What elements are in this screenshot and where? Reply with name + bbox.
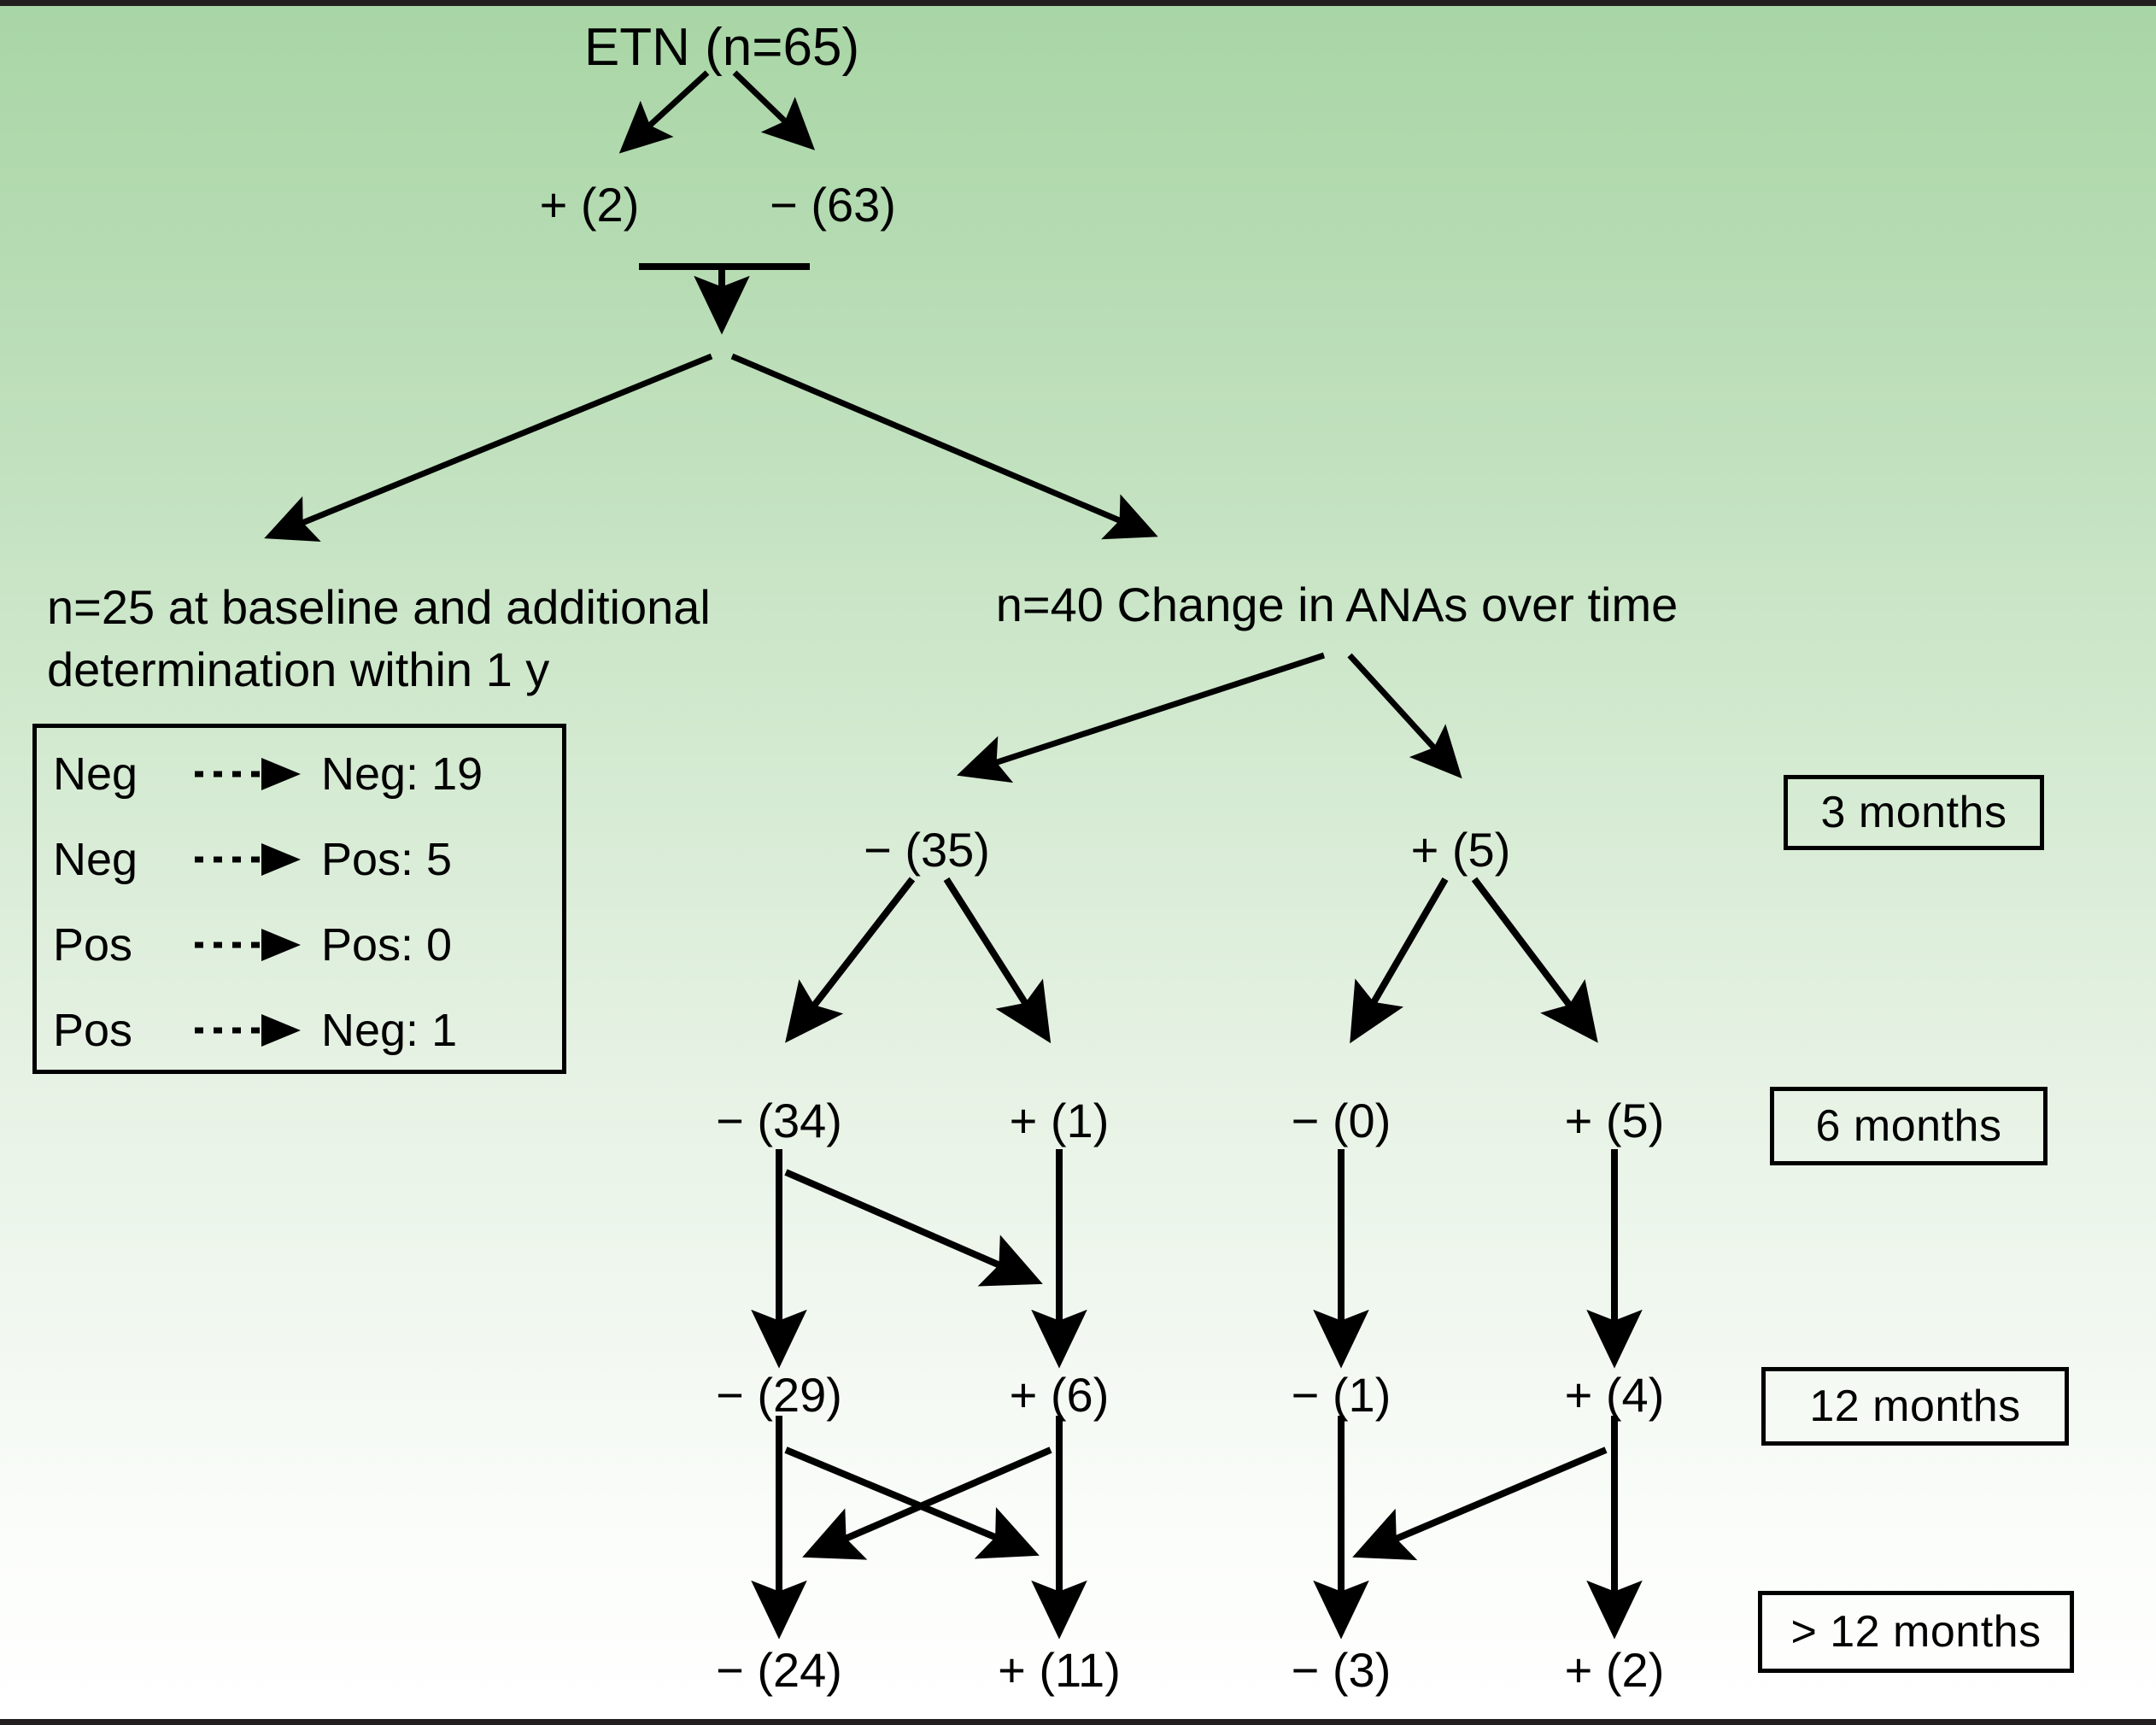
node-6m-positive-left: + (1) — [1009, 1094, 1110, 1147]
node-3m-positive: + (5) — [1410, 823, 1511, 877]
baseline-negative-node: − (63) — [770, 178, 896, 232]
legend-from-label: Pos — [53, 919, 133, 971]
node-12m-positive-right: + (4) — [1564, 1368, 1665, 1422]
left-cohort-note: n=25 at baseline and additional determin… — [47, 577, 816, 701]
timepoint-box-12-months: 12 months — [1761, 1367, 2069, 1446]
legend-to-label: Pos: 0 — [321, 919, 453, 971]
timepoint-box-gt-12-months: > 12 months — [1758, 1591, 2074, 1673]
dashed-arrow-icon — [193, 841, 304, 878]
node-12m-positive-left: + (6) — [1009, 1368, 1110, 1422]
legend-from-label: Neg — [53, 748, 138, 800]
node-6m-positive-right: + (5) — [1564, 1094, 1665, 1147]
transition-legend-box — [32, 724, 566, 1074]
legend-to-label: Neg: 1 — [321, 1005, 458, 1056]
node-12m-negative-left: − (29) — [716, 1368, 842, 1422]
legend-row: Pos Pos: 0 — [53, 918, 452, 971]
left-cohort-note-line1: n=25 at baseline and additional — [47, 580, 711, 634]
node-gt12m-negative-left: − (24) — [716, 1643, 842, 1697]
dashed-arrow-icon — [193, 926, 304, 964]
legend-row: Neg Pos: 5 — [53, 833, 452, 886]
node-12m-negative-right: − (1) — [1291, 1368, 1391, 1422]
dashed-arrow-icon — [193, 1012, 304, 1049]
node-gt12m-negative-right: − (3) — [1291, 1643, 1391, 1697]
dashed-arrow-icon — [193, 755, 304, 793]
node-gt12m-positive-right: + (2) — [1564, 1643, 1665, 1697]
legend-row: Pos Neg: 1 — [53, 1004, 457, 1057]
baseline-positive-node: + (2) — [539, 178, 640, 232]
node-6m-negative-left: − (34) — [716, 1094, 842, 1147]
legend-from-label: Pos — [53, 1005, 133, 1056]
legend-from-label: Neg — [53, 834, 138, 885]
legend-to-label: Neg: 19 — [321, 748, 483, 800]
legend-row: Neg Neg: 19 — [53, 748, 483, 801]
node-6m-negative-right: − (0) — [1291, 1094, 1391, 1147]
legend-to-label: Pos: 5 — [321, 834, 453, 885]
node-gt12m-positive-left: + (11) — [998, 1643, 1121, 1697]
right-cohort-header: n=40 Change in ANAs over time — [995, 578, 1679, 631]
root-node-etn: ETN (n=65) — [583, 18, 860, 77]
timepoint-box-6-months: 6 months — [1770, 1087, 2048, 1165]
left-cohort-note-line2: determination within 1 y — [47, 642, 550, 696]
node-3m-negative: − (35) — [864, 823, 990, 877]
timepoint-box-3-months: 3 months — [1784, 775, 2044, 850]
